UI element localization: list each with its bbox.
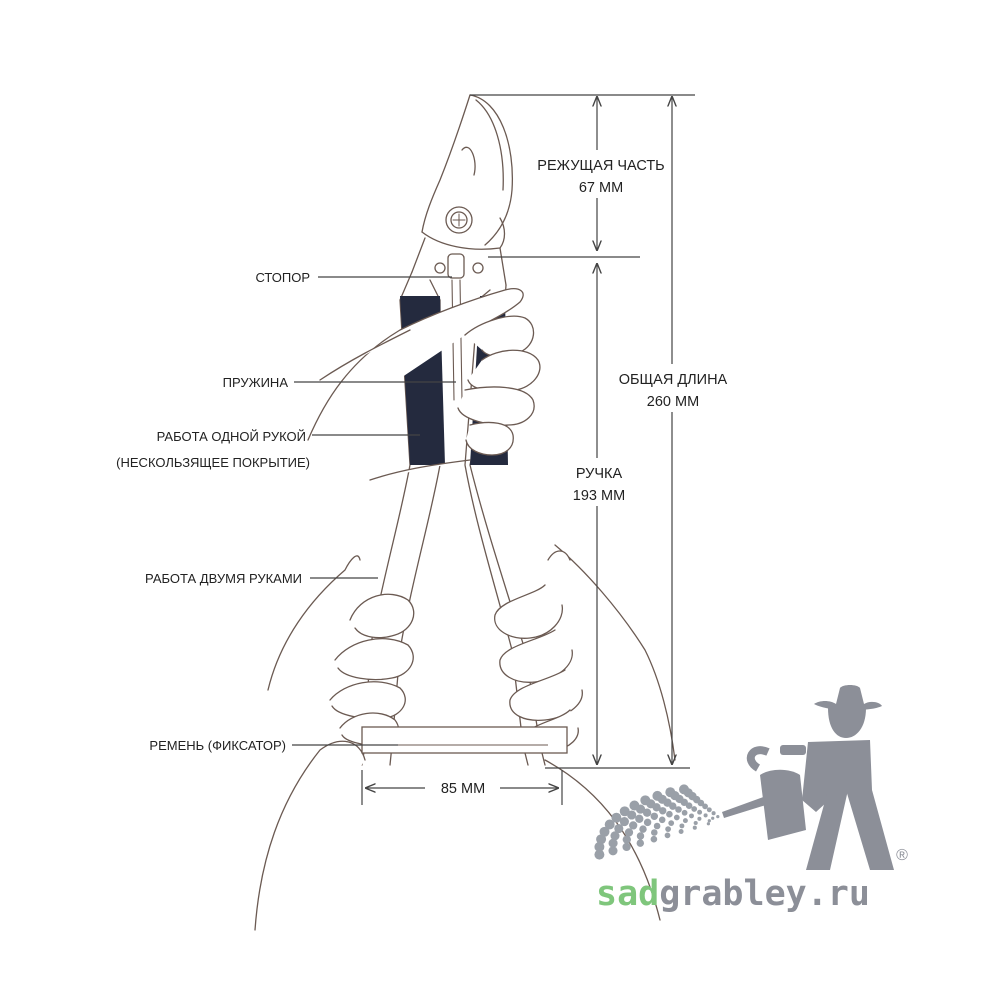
water-drop <box>651 829 658 836</box>
water-drop <box>681 809 688 816</box>
water-drop <box>650 812 659 821</box>
water-drop <box>619 817 629 827</box>
water-drop <box>665 826 671 832</box>
water-drop <box>629 821 638 830</box>
dim-handle-value: 193 ММ <box>573 488 625 504</box>
water-drop <box>668 820 675 826</box>
water-drop <box>691 806 698 812</box>
water-drop <box>604 819 615 830</box>
water-drop <box>658 816 666 824</box>
water-drop <box>643 818 652 827</box>
water-drop <box>636 839 645 847</box>
water-drop <box>611 812 622 823</box>
pivot-bolt <box>445 206 473 234</box>
water-drop <box>682 818 688 824</box>
dim-width-value: 85 ММ <box>441 781 485 797</box>
dim-cutting-part-label: РЕЖУЩАЯ ЧАСТЬ <box>537 158 664 174</box>
water-drop <box>664 832 671 839</box>
water-drop <box>624 828 634 837</box>
water-drop <box>711 811 716 816</box>
water-drop <box>608 838 618 848</box>
brand-name-part2: grabley.ru <box>659 874 870 914</box>
water-drop <box>689 813 694 819</box>
water-drop <box>594 841 605 852</box>
label-one-hand: РАБОТА ОДНОЙ РУКОЙ <box>157 429 306 444</box>
water-drop <box>675 806 682 813</box>
water-drop <box>692 825 697 830</box>
logo: ® sadgrabley.ru <box>594 685 908 914</box>
water-drop <box>693 820 698 826</box>
pruner <box>361 94 546 766</box>
dim-total-length-label: ОБЩАЯ ДЛИНА <box>619 372 728 388</box>
water-drop <box>703 813 708 818</box>
water-drop <box>639 825 647 833</box>
water-drop <box>599 826 610 837</box>
leader-lines <box>292 276 456 746</box>
label-one-hand-note: (НЕСКОЛЬЗЯЩЕЕ ПОКРЫТИЕ) <box>116 455 310 470</box>
water-drop <box>642 808 652 817</box>
water-drop <box>596 834 607 845</box>
water-drop <box>697 809 703 815</box>
water-drop <box>679 784 689 795</box>
water-drop <box>608 846 618 856</box>
upper-blade <box>469 94 514 246</box>
water-drop <box>666 810 673 818</box>
gardener-icon <box>722 685 894 870</box>
strap <box>361 726 568 754</box>
water-drop <box>702 803 708 810</box>
water-drop <box>711 816 715 820</box>
label-strap: РЕМЕНЬ (ФИКСАТОР) <box>149 738 286 753</box>
brand-name: sadgrabley.ru <box>596 874 870 914</box>
water-drop <box>636 832 645 840</box>
water-drop <box>679 823 685 829</box>
water-drop <box>716 814 720 819</box>
dim-handle-label: РУЧКА <box>576 466 623 482</box>
water-drop <box>629 800 640 811</box>
water-drop <box>622 835 631 844</box>
water-drop <box>635 814 644 823</box>
water-drop <box>650 835 658 843</box>
upper-hand <box>307 288 524 441</box>
water-drop <box>614 823 624 834</box>
lower-blade <box>421 94 471 233</box>
lower-left-hand <box>267 555 361 691</box>
water-spray-icon <box>594 784 720 860</box>
water-drop <box>706 807 712 813</box>
water-drop <box>619 806 630 817</box>
stopper-latch <box>447 253 465 279</box>
dim-cutting-part-value: 67 ММ <box>579 180 623 196</box>
water-drop <box>640 795 651 806</box>
water-drop <box>610 831 620 841</box>
water-drop <box>594 849 605 860</box>
dimension-lines <box>361 94 695 805</box>
label-two-hands: РАБОТА ДВУМЯ РУКАМИ <box>145 571 302 586</box>
water-drop <box>707 819 711 823</box>
water-drop <box>622 842 631 852</box>
water-drop <box>697 816 702 821</box>
water-drop <box>665 787 676 798</box>
label-stopper: СТОПОР <box>255 270 310 285</box>
dim-total-length-value: 260 ММ <box>647 394 699 410</box>
water-drop <box>678 829 684 834</box>
registered-mark: ® <box>896 847 908 864</box>
water-drop <box>706 822 711 826</box>
brand-name-part1: sad <box>596 874 659 914</box>
label-spring: ПРУЖИНА <box>223 375 289 390</box>
water-drop <box>658 807 667 815</box>
water-drop <box>653 822 661 830</box>
water-drop <box>673 814 680 821</box>
water-drop <box>652 790 663 801</box>
